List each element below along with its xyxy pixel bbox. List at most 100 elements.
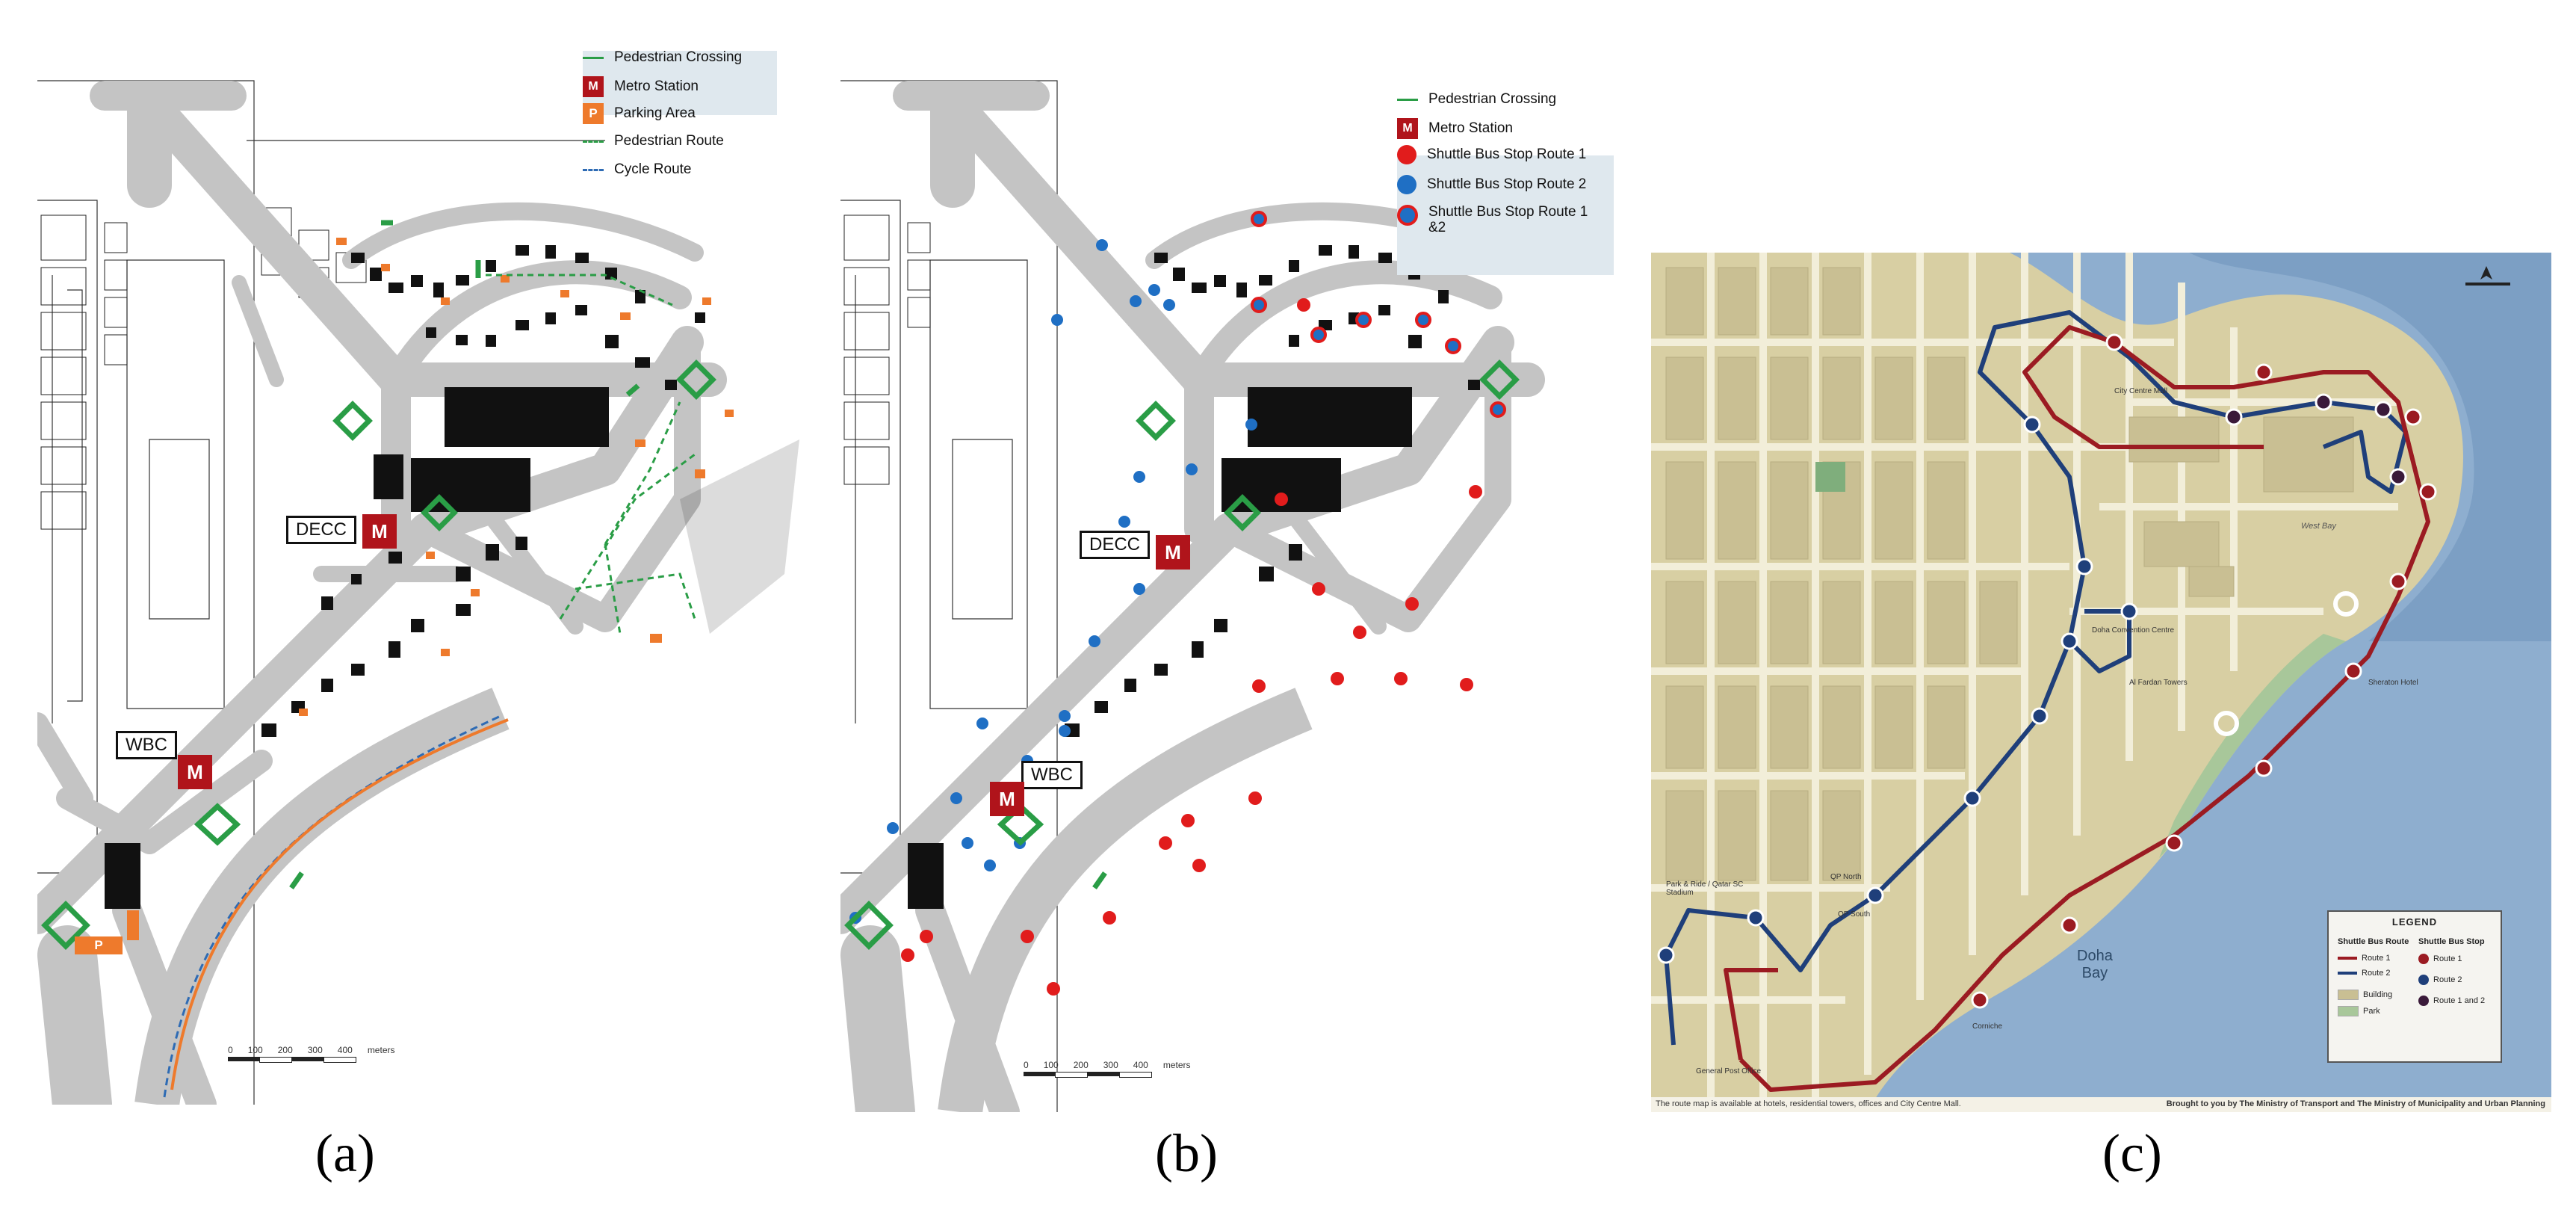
legend-b-bg: [1397, 155, 1614, 275]
legend-row: Shuttle Bus Stop Route 1 &2: [1397, 204, 1588, 236]
legend-row: P Parking Area: [583, 103, 696, 124]
caption-a: (a): [315, 1123, 375, 1183]
pedestrian-crossings: [41, 220, 716, 950]
legend-row: Shuttle Bus Stop Route 1: [1397, 145, 1586, 164]
legend-park: Park: [2338, 1006, 2380, 1016]
caption-b: (b): [1155, 1123, 1218, 1183]
cycle-route-icon: [583, 168, 604, 171]
legend-label: Shuttle Bus Stop Route 2: [1427, 176, 1587, 192]
pedestrian-route-icon: [583, 140, 604, 143]
scale-tick: 0: [228, 1045, 233, 1055]
stop-label: Al Fardan Towers: [2129, 679, 2188, 687]
metro-station-icon: M: [1156, 535, 1190, 570]
legend-stop-route1: Route 1: [2418, 954, 2462, 964]
legend-c: LEGEND Shuttle Bus Route Shuttle Bus Sto…: [2327, 910, 2502, 1063]
stop-label: Corniche: [1972, 1022, 2003, 1031]
stop-label: Sheraton Hotel: [2368, 679, 2418, 687]
doha-bay-label: Doha Bay: [2077, 948, 2113, 981]
scale-tick: 300: [1103, 1060, 1118, 1070]
bus-stops-route12: [1251, 211, 1506, 418]
stop-label: QP South: [1838, 910, 1871, 919]
legend-stop-route2: Route 2: [2418, 975, 2462, 985]
footer-left: The route map is available at hotels, re…: [1656, 1099, 1961, 1108]
scale-bar: 0 100 200 300 400 meters: [228, 1045, 395, 1063]
legend-label: Pedestrian Crossing: [614, 51, 743, 65]
legend-row: Cycle Route: [583, 161, 692, 178]
map-panel-c: Doha Bay LEGEND Shuttle Bus Route Shuttl…: [1651, 253, 2551, 1112]
stop-label: Park & Ride / Qatar SC Stadium: [1666, 880, 1744, 897]
red-dot-icon: [1397, 145, 1417, 164]
legend-a-bg: [583, 51, 777, 115]
route1-line-icon: [2338, 957, 2357, 960]
legend-row: Pedestrian Crossing: [583, 51, 742, 66]
scale-tick: 400: [1133, 1060, 1148, 1070]
legend-building: Building: [2338, 990, 2392, 1000]
legend-row: Pedestrian Crossing: [1397, 91, 1556, 108]
stop-label: Doha Convention Centre: [2092, 626, 2175, 635]
scale-tick: 200: [277, 1045, 293, 1055]
legend-label: Cycle Route: [614, 161, 692, 177]
parking-icon: P: [75, 936, 123, 954]
pedestrian-routes: [486, 274, 696, 635]
stop-label: General Post Office: [1696, 1067, 1762, 1076]
metro-station-icon: M: [178, 755, 212, 789]
stop-label: City Centre Mall: [2114, 387, 2168, 395]
map-a-canvas: [37, 51, 814, 1105]
scale-tick: 200: [1073, 1060, 1089, 1070]
legend-label: Pedestrian Route: [614, 133, 724, 149]
metro-station-icon: M: [990, 782, 1024, 816]
metro-station-icon: M: [362, 514, 397, 549]
legend-label: Parking Area: [614, 105, 696, 121]
legend-c-title: LEGEND: [2391, 916, 2438, 928]
scale-tick: 100: [247, 1045, 263, 1055]
area-label: West Bay: [2301, 522, 2336, 531]
red-blue-dot-icon: [1397, 205, 1418, 226]
legend-row: Pedestrian Route: [583, 133, 724, 149]
map-panel-b: Pedestrian Crossing M Metro Station Shut…: [840, 66, 1647, 1112]
scale-bar: 0 100 200 300 400 meters: [1024, 1060, 1191, 1078]
stop-label: QP North: [1830, 873, 1862, 881]
legend-label: Shuttle Bus Stop Route 1: [1427, 146, 1587, 162]
route-stops: [1657, 333, 2437, 1009]
legend-row: M Metro Station: [583, 76, 699, 97]
park-swatch-icon: [2338, 1006, 2359, 1016]
map-panel-a: Pedestrian Crossing M Metro Station P Pa…: [37, 51, 814, 1105]
route1-stop-icon: [2418, 954, 2429, 964]
pedestrian-crossing-icon: [583, 56, 604, 59]
parking-icon: P: [583, 103, 604, 124]
route2-line-icon: [2338, 972, 2357, 975]
route2-stop-icon: [2418, 975, 2429, 985]
decc-label: DECC: [1080, 531, 1151, 559]
route-header: Shuttle Bus Route: [2338, 937, 2409, 946]
scale-unit: meters: [367, 1045, 395, 1055]
building-cluster: [1065, 245, 1480, 737]
pedestrian-crossing-icon: [1397, 98, 1418, 101]
building-swatch-icon: [2338, 990, 2359, 1000]
legend-stop-route12: Route 1 and 2: [2418, 996, 2485, 1006]
legend-label: Shuttle Bus Stop Route 1 &2: [1428, 204, 1588, 235]
route12-stop-icon: [2418, 996, 2429, 1006]
metro-station-icon: M: [583, 76, 604, 97]
legend-label: Metro Station: [1428, 120, 1513, 136]
scale-tick: 300: [307, 1045, 323, 1055]
legend-b: Pedestrian Crossing M Metro Station Shut…: [1397, 91, 1636, 278]
legend-label: Pedestrian Crossing: [1428, 91, 1557, 107]
scale-tick: 0: [1024, 1060, 1029, 1070]
map-b-canvas: [840, 66, 1647, 1112]
wbc-label: WBC: [116, 731, 177, 759]
footer-right: Brought to you by The Ministry of Transp…: [2166, 1099, 2545, 1108]
blue-dot-icon: [1397, 175, 1417, 194]
caption-c: (c): [2102, 1123, 2162, 1183]
wbc-label: WBC: [1021, 761, 1083, 789]
legend-row: M Metro Station: [1397, 118, 1513, 139]
metro-station-icon: M: [1397, 118, 1418, 139]
scale-unit: meters: [1162, 1060, 1191, 1070]
legend-label: Metro Station: [614, 78, 699, 94]
scale-tick: 400: [337, 1045, 353, 1055]
scale-tick: 100: [1043, 1060, 1059, 1070]
stop-header: Shuttle Bus Stop: [2418, 937, 2485, 946]
building-cluster: [261, 245, 705, 737]
legend-route1: Route 1: [2338, 954, 2391, 963]
legend-a: Pedestrian Crossing M Metro Station P Pa…: [583, 51, 807, 178]
decc-label: DECC: [286, 516, 357, 544]
